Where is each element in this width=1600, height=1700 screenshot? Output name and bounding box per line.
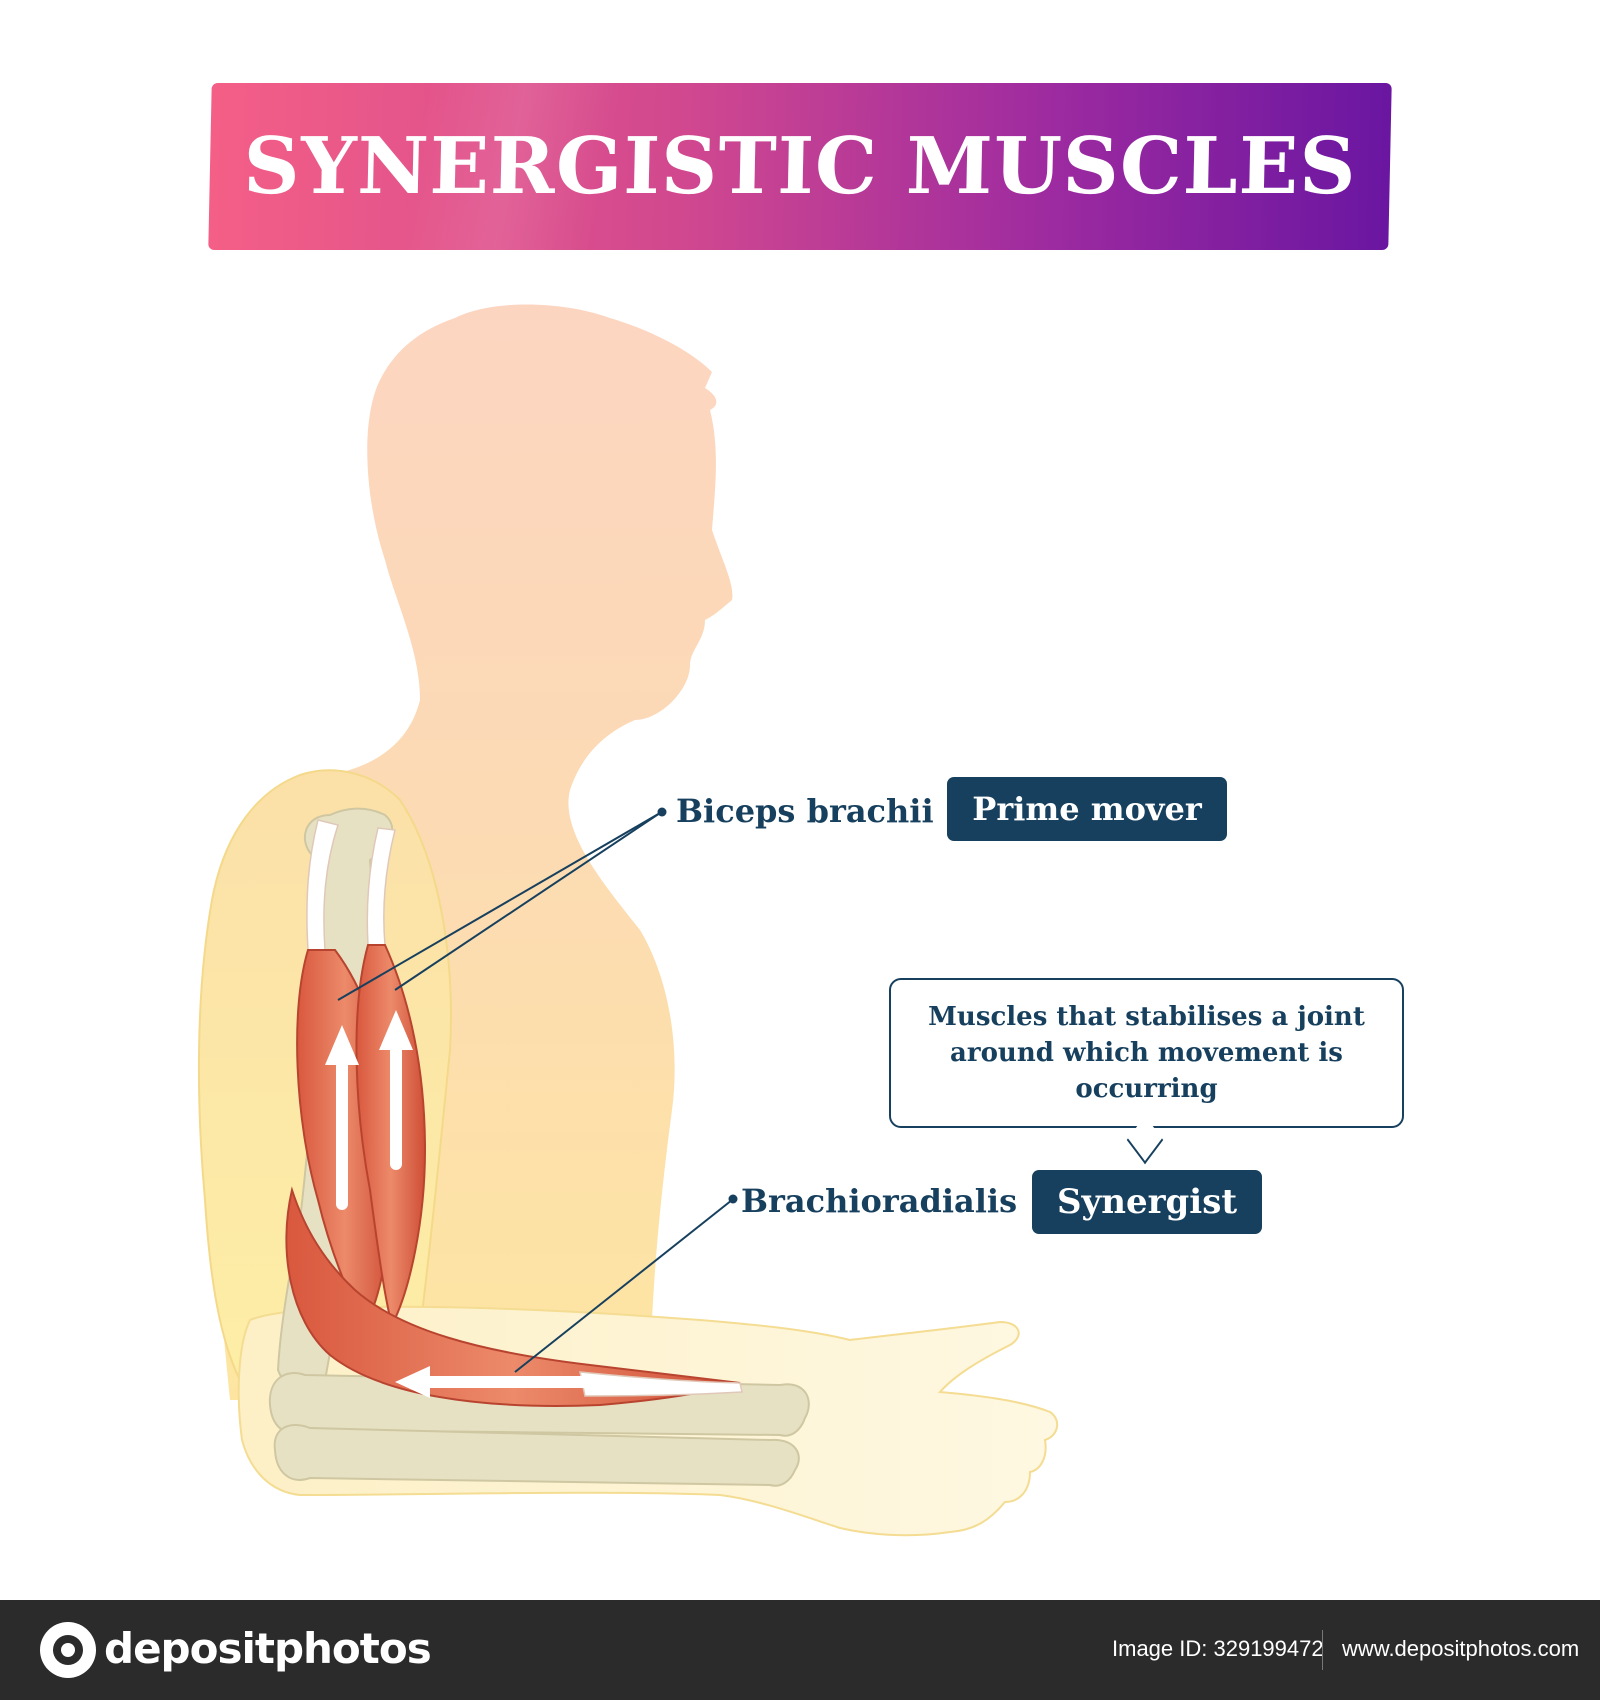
footer-image-id: Image ID: 329199472 (1112, 1636, 1324, 1661)
brachioradialis-tendon (579, 1371, 743, 1397)
leader-dot (657, 807, 667, 817)
label-brachioradialis: Brachioradialis (741, 1182, 1018, 1220)
definition-text: Muscles that stabilises a joint around w… (928, 1002, 1365, 1104)
label-biceps-brachii: Biceps brachii (676, 792, 934, 830)
arrow-icon (395, 1366, 595, 1398)
leader-line-biceps (337, 812, 661, 1001)
depositphotos-logo-icon (40, 1622, 96, 1678)
definition-callout: Muscles that stabilises a joint around w… (889, 978, 1404, 1128)
footer-url: www.depositphotos.com (1342, 1636, 1580, 1661)
leader-line-brachioradialis (514, 1199, 733, 1373)
ulna-bone (273, 1423, 800, 1487)
leader-dot (728, 1194, 738, 1204)
arrow-icon (379, 1010, 413, 1170)
badge-synergist: Synergist (1032, 1170, 1262, 1234)
arrow-icon (325, 1025, 359, 1210)
anatomy-illustration (197, 304, 1059, 1537)
footer-brand: depositphotos (104, 1624, 432, 1673)
badge-prime-mover: Prime mover (947, 777, 1227, 841)
footer-bar: depositphotos Image ID: 329199472 www.de… (0, 1600, 1600, 1700)
footer-separator (1322, 1630, 1323, 1670)
